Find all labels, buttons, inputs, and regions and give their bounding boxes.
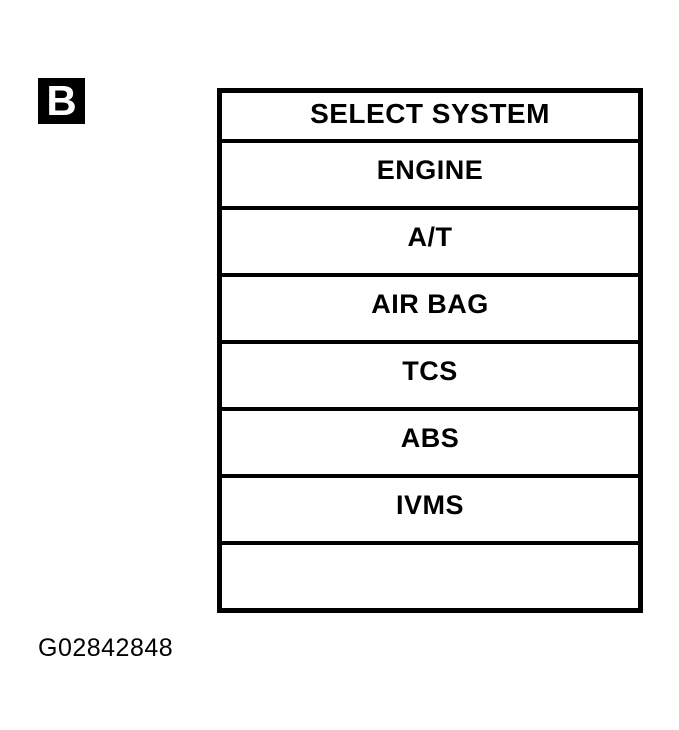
menu-item-engine[interactable]: ENGINE <box>222 139 638 206</box>
figure-panel-label: B <box>38 78 85 124</box>
menu-title: SELECT SYSTEM <box>310 98 550 129</box>
menu-item-at[interactable]: A/T <box>222 206 638 273</box>
menu-item-air-bag[interactable]: AIR BAG <box>222 273 638 340</box>
menu-item-ivms[interactable]: IVMS <box>222 474 638 541</box>
figure-id: G02842848 <box>38 634 174 662</box>
menu-item-tcs[interactable]: TCS <box>222 340 638 407</box>
menu-item-empty <box>222 541 638 608</box>
menu-item-abs[interactable]: ABS <box>222 407 638 474</box>
select-system-menu: SELECT SYSTEM ENGINE A/T AIR BAG TCS ABS… <box>217 88 643 613</box>
